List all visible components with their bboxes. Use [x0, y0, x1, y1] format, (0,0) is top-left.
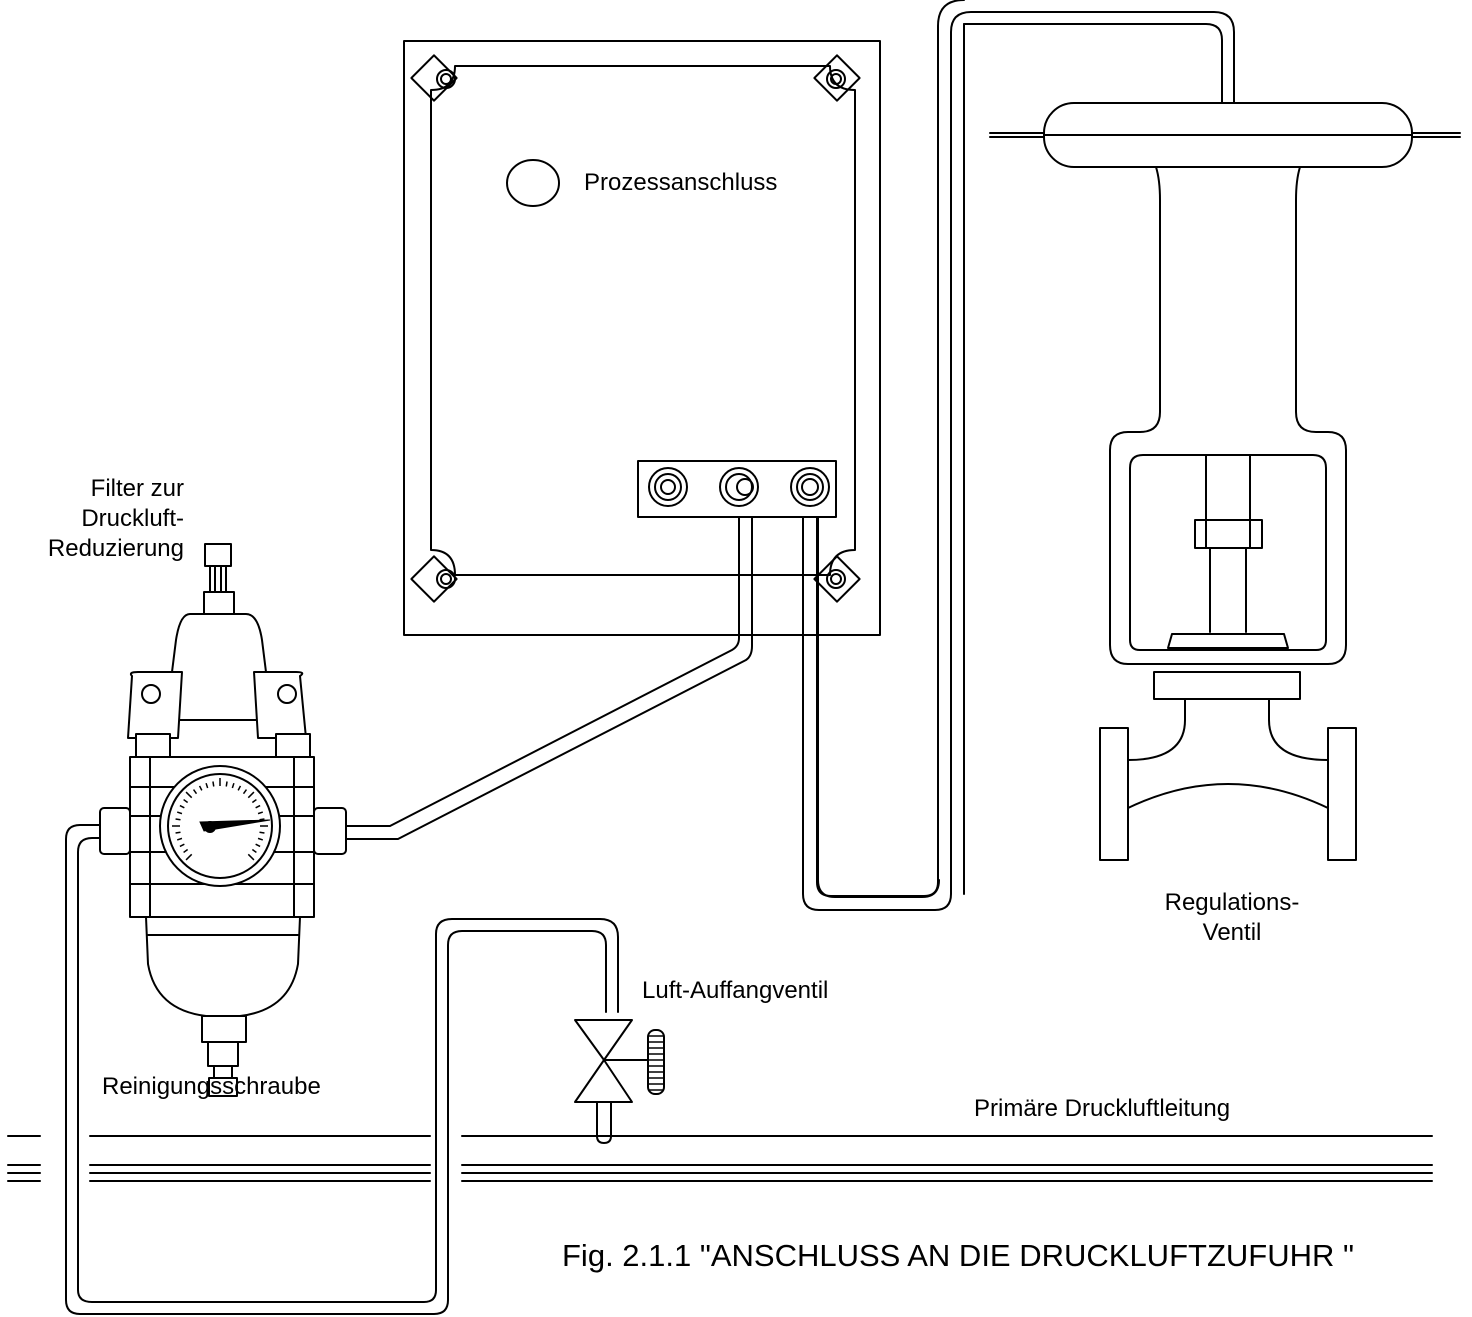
tube-filter-to-positioner	[346, 493, 753, 840]
process-connection-label: Prozessanschluss	[584, 169, 778, 196]
supply-tube	[65, 824, 619, 1315]
control-valve	[989, 102, 1461, 861]
gauge-tick	[259, 818, 265, 821]
gauge-tick	[212, 781, 215, 787]
gauge-tick	[205, 782, 209, 789]
gauge-tick	[257, 811, 264, 815]
gauge-tick	[192, 789, 198, 795]
filter-pressure-reducer	[99, 543, 347, 1097]
gauge-tick	[242, 789, 248, 795]
gauge-tick	[176, 811, 183, 815]
gauge-tick	[255, 843, 261, 848]
gauge-tick	[231, 782, 235, 789]
gauge-tick	[176, 837, 183, 841]
positioner-housing	[403, 40, 881, 636]
gauge-tick	[257, 837, 264, 841]
figure-caption: Fig. 2.1.1 "ANSCHLUSS AN DIE DRUCKLUFTZU…	[562, 1238, 1354, 1273]
gauge-tick	[251, 798, 257, 804]
process-connection-port	[506, 159, 560, 207]
gauge-tick	[183, 798, 189, 804]
gauge-tick	[185, 853, 193, 861]
gauge-tick	[251, 848, 257, 854]
control-valve-label: Regulations- Ventil	[1164, 889, 1300, 946]
gauge-tick	[198, 785, 203, 791]
air-trap-valve-label: Luft-Auffangventil	[642, 977, 829, 1004]
gauge-tick	[255, 804, 261, 809]
gauge-tick	[175, 818, 181, 821]
filter-label: Filter zur Druckluft- Reduzierung	[47, 475, 184, 562]
gauge-tick	[179, 804, 185, 809]
cleaning-screw-label: Reinigungsschraube	[102, 1073, 321, 1100]
primary-line-label: Primäre Druckluftleitung	[974, 1095, 1231, 1122]
primary-air-line	[7, 1135, 1433, 1182]
gauge-tick	[179, 843, 185, 848]
tube-positioner-to-actuator	[802, 0, 1235, 911]
gauge-tick	[175, 831, 181, 834]
gauge-tick	[183, 848, 189, 854]
gauge-tick	[247, 791, 255, 799]
gauge-tick	[225, 781, 228, 787]
gauge-tick	[237, 785, 242, 791]
gauge-tick	[247, 853, 255, 861]
gauge-tick	[259, 831, 265, 834]
air-trap-valve	[574, 1019, 665, 1144]
gauge-tick	[185, 791, 193, 799]
